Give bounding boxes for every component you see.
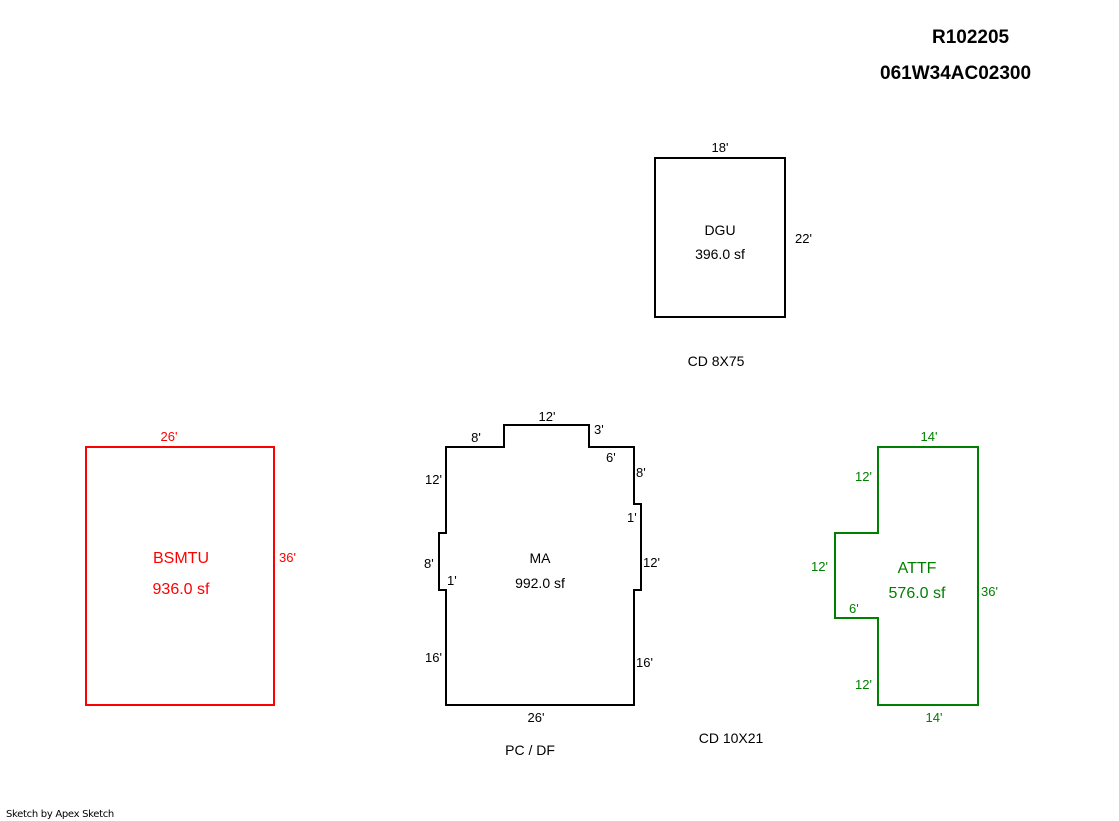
attf-dim-left-upper: 12' <box>855 469 872 484</box>
ma-dim-right-upper: 8' <box>636 465 646 480</box>
bsmtu-code: BSMTU <box>153 550 209 567</box>
attf-dim-bottom: 14' <box>926 710 943 725</box>
ma-dim-right-lower: 16' <box>636 655 653 670</box>
map-tax-lot: 061W34AC02300 <box>880 63 1032 84</box>
ma-dim-bottom: 26' <box>528 710 545 725</box>
ma-dim-top-left: 8' <box>471 430 481 445</box>
dgu-dim-right: 22' <box>795 231 812 246</box>
ma-code: MA <box>530 550 552 566</box>
attf-outline[interactable] <box>834 446 979 706</box>
ma-dim-left-upper: 12' <box>425 472 442 487</box>
sketch-credit: Sketch by Apex Sketch <box>6 809 114 820</box>
dgu-code: DGU <box>704 222 735 238</box>
area-attf[interactable]: 14' 12' 12' 6' 12' 14' 36' ATTF 576.0 sf <box>811 429 998 725</box>
ma-area: 992.0 sf <box>515 575 565 591</box>
attf-dim-left-lower: 12' <box>855 677 872 692</box>
bsmtu-dim-right: 36' <box>279 550 296 565</box>
ma-dim-left-jog: 1' <box>447 573 457 588</box>
ma-outline[interactable] <box>438 424 642 706</box>
attf-code: ATTF <box>898 560 937 577</box>
attf-dim-jog: 6' <box>849 601 859 616</box>
area-dgu[interactable]: 18' 22' DGU 396.0 sf <box>654 140 812 318</box>
area-ma[interactable]: 8' 12' 3' 6' 8' 1' 12' 16' 26' 16' 8' 1'… <box>424 409 660 725</box>
attf-dim-top: 14' <box>921 429 938 444</box>
ma-dim-top-center: 12' <box>539 409 556 424</box>
ma-dim-step-right: 3' <box>594 422 604 437</box>
bsmtu-area: 936.0 sf <box>153 581 210 598</box>
cd-label-2: CD 10X21 <box>699 730 764 746</box>
attf-area: 576.0 sf <box>889 585 946 602</box>
dgu-area: 396.0 sf <box>695 246 745 262</box>
ma-dim-right-mid: 12' <box>643 555 660 570</box>
bsmtu-outline[interactable] <box>85 446 275 706</box>
dgu-outline[interactable] <box>654 157 786 318</box>
ma-dim-right-jog: 1' <box>627 510 637 525</box>
pc-df-label: PC / DF <box>505 742 555 758</box>
account-id: R102205 <box>932 27 1010 48</box>
attf-dim-right: 36' <box>981 584 998 599</box>
cd-label-1: CD 8X75 <box>688 353 745 369</box>
dgu-dim-top: 18' <box>712 140 729 155</box>
ma-dim-left-lower: 16' <box>425 650 442 665</box>
ma-dim-left-mid: 8' <box>424 556 434 571</box>
area-bsmtu[interactable]: 26' 36' BSMTU 936.0 sf <box>85 429 296 706</box>
bsmtu-dim-top: 26' <box>161 429 178 444</box>
ma-dim-ledge-right: 6' <box>606 450 616 465</box>
attf-dim-left-mid: 12' <box>811 559 828 574</box>
